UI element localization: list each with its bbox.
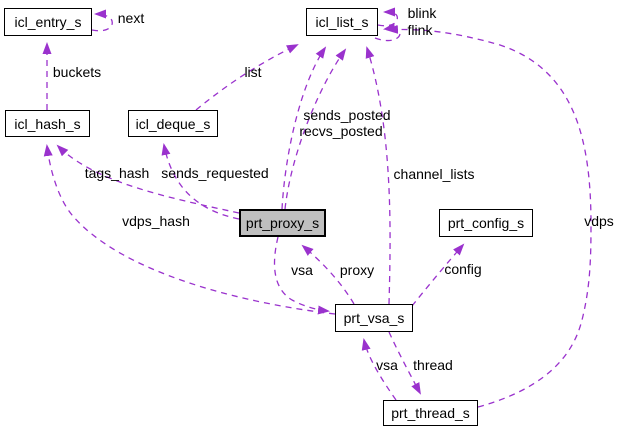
edge-vsa-from-proxy-path	[273, 236, 330, 315]
node-icl_deque_s[interactable]: icl_deque_s	[128, 110, 218, 137]
edge-tags_hash-path	[56, 144, 240, 214]
edge-channel_lists-path	[365, 46, 391, 305]
node-icl_list_s[interactable]: icl_list_s	[306, 8, 378, 36]
edge-thread-path	[388, 331, 421, 395]
edge-config-path	[411, 243, 465, 307]
edge-vsa-from-thread-path	[361, 338, 397, 401]
edge-recvs_posted-path	[284, 48, 347, 210]
edge-sends_requested-path	[161, 143, 240, 220]
node-icl_hash_s[interactable]: icl_hash_s	[5, 110, 90, 137]
edge-list-path	[195, 44, 299, 111]
edge-proxy-path	[301, 244, 355, 305]
node-prt_thread_s[interactable]: prt_thread_s	[383, 400, 478, 426]
edge-next-path	[91, 9, 113, 32]
node-prt_config_s[interactable]: prt_config_s	[439, 209, 533, 237]
node-prt_proxy_s: prt_proxy_s	[239, 209, 326, 237]
node-prt_vsa_s[interactable]: prt_vsa_s	[335, 304, 413, 332]
edge-vdps-path	[386, 24, 592, 408]
node-icl_entry_s[interactable]: icl_entry_s	[4, 8, 92, 36]
edge-flink-path	[374, 22, 401, 42]
edge-vdps_hash-path	[43, 144, 336, 315]
edge-blink-path	[377, 7, 398, 27]
